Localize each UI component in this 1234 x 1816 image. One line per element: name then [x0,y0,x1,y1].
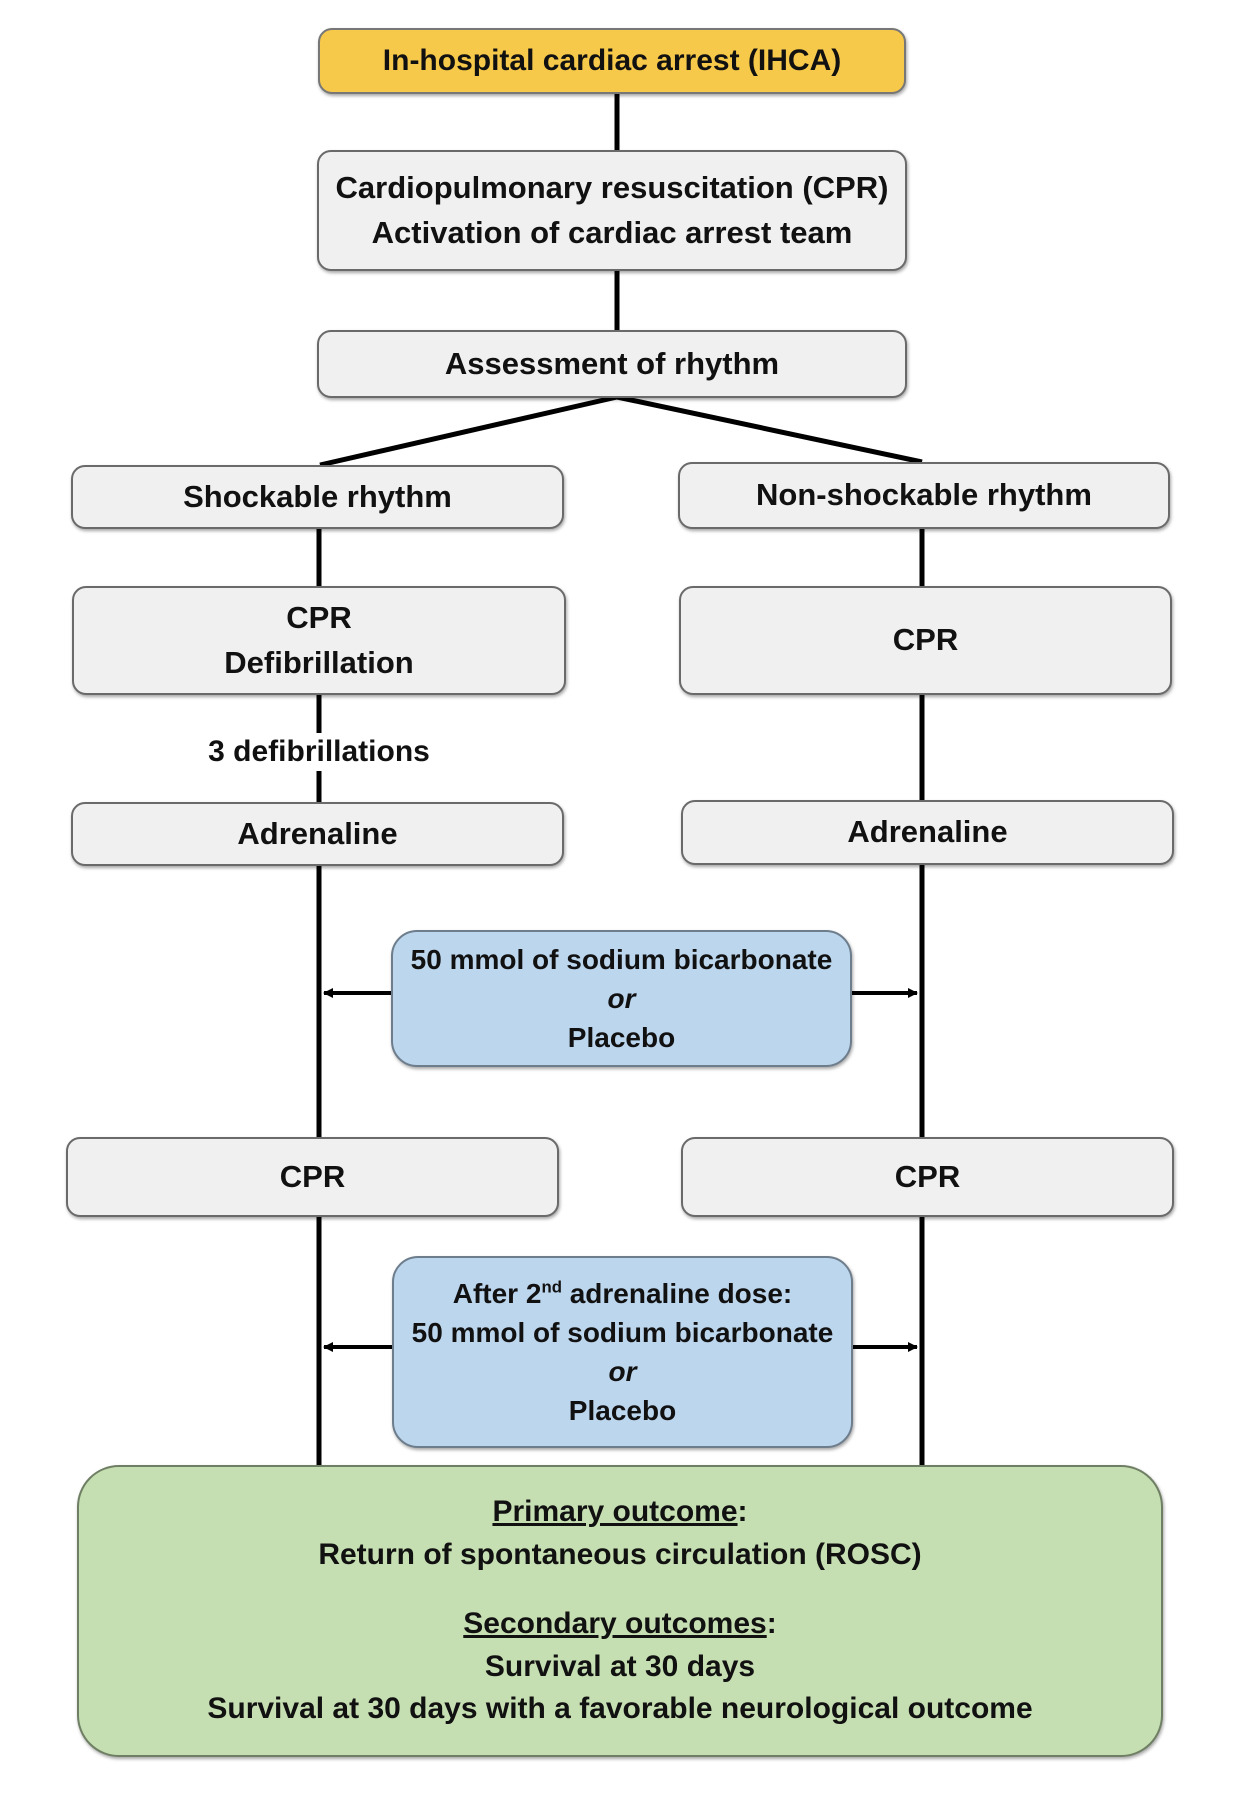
right-cpr-text: CPR [892,622,959,658]
shockable-text: Shockable rhythm [183,478,452,514]
primary-outcome-heading: Primary outcome: [492,1495,748,1529]
non-shockable-text: Non-shockable rhythm [756,477,1092,513]
right-cpr-box: CPR [679,586,1172,695]
cpr-activation-box: Cardiopulmonary resuscitation (CPR) Acti… [317,150,907,271]
timing-sup: nd [541,1277,562,1297]
timing-pre: After 2 [452,1277,542,1309]
intervention-2-or: or [608,1356,637,1387]
ihca-text: In-hospital cardiac arrest (IHCA) [382,44,842,78]
intervention-2-placebo: Placebo [568,1395,677,1427]
intervention-1-drug: 50 mmol of sodium bicarbonate [410,943,833,975]
activation-line: Activation of cardiac arrest team [371,214,853,250]
intervention-1-or: or [607,982,636,1014]
ihca-box: In-hospital cardiac arrest (IHCA) [318,28,906,94]
intervention-box-2: After 2nd adrenaline dose: 50 mmol of so… [392,1256,853,1448]
timing-post: adrenaline dose: [561,1277,793,1309]
left-cpr-2-box: CPR [66,1137,559,1217]
left-adrenaline-box: Adrenaline [71,802,564,866]
intervention-2-drug: 50 mmol of sodium bicarbonate [411,1316,834,1348]
left-cpr-2-text: CPR [279,1158,346,1194]
connector-assessment-to-shockable [319,394,618,468]
primary-outcome-text: Return of spontaneous circulation (ROSC) [318,1537,922,1571]
defibrillations-label: 3 defibrillations [74,733,564,771]
secondary-outcomes-heading: Secondary outcomes: [463,1607,777,1641]
shockable-rhythm-box: Shockable rhythm [71,465,564,529]
assessment-box: Assessment of rhythm [317,330,907,398]
left-adrenaline-text: Adrenaline [237,815,398,851]
outcomes-box: Primary outcome: Return of spontaneous c… [77,1465,1163,1757]
defibrillation-line: Defibrillation [224,644,414,680]
primary-heading-text: Primary outcome [492,1495,738,1529]
intervention-box-1: 50 mmol of sodium bicarbonate or Placebo [391,930,852,1067]
non-shockable-rhythm-box: Non-shockable rhythm [678,462,1170,529]
left-cpr-line: CPR [286,599,352,635]
cpr-defibrillation-box: CPR Defibrillation [72,586,566,695]
right-cpr-2-text: CPR [894,1158,961,1194]
intervention-1-placebo: Placebo [567,1022,676,1054]
right-adrenaline-text: Adrenaline [847,814,1008,850]
right-adrenaline-box: Adrenaline [681,800,1174,865]
right-cpr-2-box: CPR [681,1137,1174,1217]
connector-assessment-to-nonshockable [616,394,923,465]
secondary-outcome-2: Survival at 30 days with a favorable neu… [207,1692,1033,1726]
intervention-2-timing: After 2nd adrenaline dose: [453,1274,793,1313]
secondary-outcome-1: Survival at 30 days [484,1649,756,1683]
assessment-text: Assessment of rhythm [444,345,780,381]
cpr-line: Cardiopulmonary resuscitation (CPR) [335,169,889,205]
secondary-heading-text: Secondary outcomes [463,1607,767,1641]
